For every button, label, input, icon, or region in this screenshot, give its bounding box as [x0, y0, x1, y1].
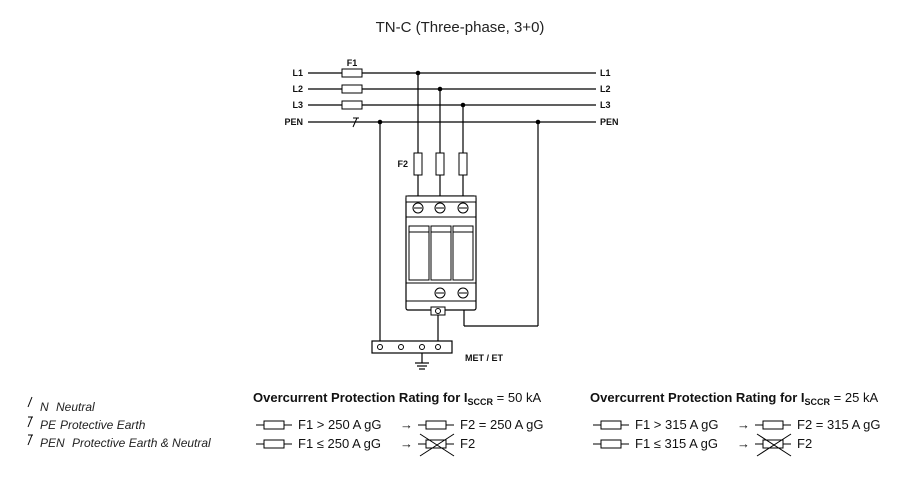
rating-heading: Overcurrent Protection Rating for ISCCR … — [253, 390, 541, 407]
legend: N Neutral PE Protective Earth PEN Protec… — [27, 396, 211, 450]
rating-arrow: → — [400, 436, 413, 451]
legend-code: PEN — [40, 436, 65, 450]
rating-arrow: → — [737, 417, 750, 432]
fuse-f2-label: F2 — [397, 159, 408, 169]
earth-bar — [371, 340, 453, 370]
fuse-f2-group — [413, 152, 468, 176]
rating-f1-condition: F1 > 315 A gG — [635, 417, 718, 432]
line-label-l3-right: L3 — [600, 100, 611, 110]
rating-f2-omitted: F2 — [797, 436, 812, 451]
line-label-l2-left: L2 — [292, 84, 303, 94]
surge-protection-device — [405, 195, 477, 316]
earth-bar-label: MET / ET — [465, 353, 504, 363]
rating-block-50ka: Overcurrent Protection Rating for ISCCR … — [253, 390, 543, 457]
legend-text: Protective Earth — [60, 418, 146, 432]
junction-dots — [377, 70, 541, 125]
line-label-l1-left: L1 — [292, 68, 303, 78]
line-label-pen-right: PEN — [600, 117, 619, 127]
diagram-title: TN-C (Three-phase, 3+0) — [376, 19, 545, 36]
fuse-f1-label: F1 — [347, 58, 358, 68]
legend-text: Neutral — [56, 400, 95, 414]
spd-feed-wires — [379, 73, 539, 343]
rating-arrow: → — [400, 417, 413, 432]
line-label-l1-right: L1 — [600, 68, 611, 78]
rating-f1-condition: F1 ≤ 250 A gG — [298, 436, 381, 451]
legend-code: N — [40, 400, 49, 414]
supply-lines — [308, 72, 596, 128]
legend-item-neutral: N Neutral — [27, 396, 95, 414]
fuse-f1-group — [341, 68, 363, 110]
line-label-l3-left: L3 — [292, 100, 303, 110]
legend-code: PE — [40, 418, 57, 432]
rating-block-25ka: Overcurrent Protection Rating for ISCCR … — [590, 390, 880, 457]
rating-f1-condition: F1 > 250 A gG — [298, 417, 381, 432]
rating-f1-condition: F1 ≤ 315 A gG — [635, 436, 718, 451]
rating-heading: Overcurrent Protection Rating for ISCCR … — [590, 390, 878, 407]
legend-text: Protective Earth & Neutral — [72, 436, 211, 450]
legend-item-protective-earth: PE Protective Earth — [27, 416, 146, 432]
legend-item-pen: PEN Protective Earth & Neutral — [27, 434, 211, 450]
rating-f2-value: F2 = 250 A gG — [460, 417, 543, 432]
rating-f2-omitted: F2 — [460, 436, 475, 451]
line-label-l2-right: L2 — [600, 84, 611, 94]
rating-arrow: → — [737, 436, 750, 451]
rating-f2-value: F2 = 315 A gG — [797, 417, 880, 432]
line-label-pen-left: PEN — [284, 117, 303, 127]
